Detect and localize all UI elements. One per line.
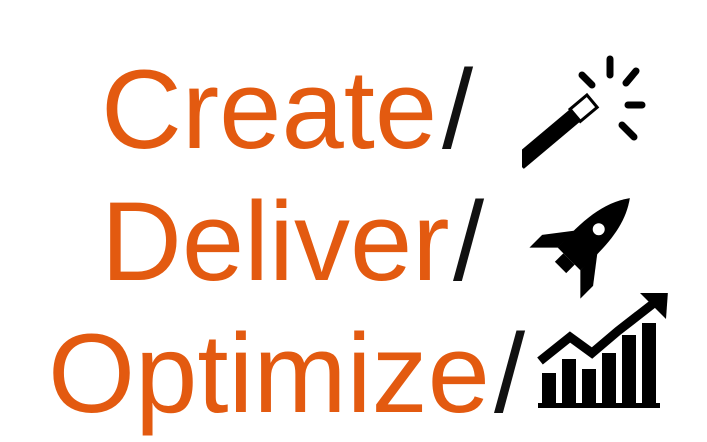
separator-optimize: / [494, 311, 526, 436]
line-create: Create / [0, 45, 707, 175]
line-optimize: Optimize / [0, 293, 707, 439]
line-deliver: Deliver / [0, 177, 707, 307]
separator-deliver: / [453, 179, 485, 304]
word-optimize: Optimize [48, 311, 490, 436]
rocket-icon [529, 198, 630, 299]
growth-chart-icon [537, 293, 668, 408]
separator-create: / [442, 47, 474, 172]
magic-wand-icon [522, 55, 646, 169]
word-deliver: Deliver [101, 179, 450, 304]
word-create: Create [101, 47, 438, 172]
